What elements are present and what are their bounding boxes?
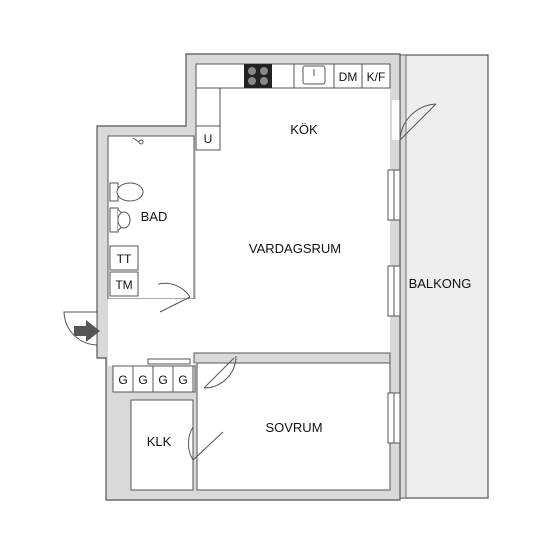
tm-cell: [109, 271, 139, 297]
shower-icon: [132, 137, 144, 145]
u-cell: [195, 125, 221, 151]
room-label-vardagsrum: VARDAGSRUM: [249, 241, 341, 256]
fixture-label-kf: K/F: [367, 70, 386, 84]
wardrobes: [112, 358, 194, 393]
entrance-arrow-icon: [74, 320, 100, 342]
fixture-label-g2: G: [138, 373, 147, 387]
windows: [387, 169, 401, 444]
washbasin-icon: [109, 207, 131, 233]
balcony-door: [392, 100, 437, 141]
tt-cell: [109, 245, 139, 271]
sink-icon: [293, 63, 335, 89]
toilet-icon: [109, 182, 144, 202]
walls: [96, 53, 401, 501]
room-label-balkong: BALKONG: [409, 276, 472, 291]
fixture-label-tt: TT: [117, 252, 132, 266]
room-label-kok: KÖK: [290, 122, 318, 137]
bathroom-door: [157, 282, 191, 313]
dm-cell: [333, 63, 363, 89]
fixture-label-tm: TM: [115, 278, 132, 292]
room-label-bad: BAD: [141, 209, 168, 224]
stove-icon: [244, 64, 272, 88]
fixture-label-g1: G: [118, 373, 127, 387]
fixture-label-u: U: [204, 132, 213, 146]
room-label-klk: KLK: [147, 434, 172, 449]
fixture-label-dm: DM: [339, 70, 358, 84]
balcony: [399, 54, 489, 499]
fixture-label-g4: G: [178, 373, 187, 387]
room-label-sovrum: SOVRUM: [265, 420, 322, 435]
closet-door: [187, 426, 224, 461]
bedroom-door: [203, 355, 237, 389]
fixture-label-g3: G: [158, 373, 167, 387]
kf-cell: [361, 63, 391, 89]
